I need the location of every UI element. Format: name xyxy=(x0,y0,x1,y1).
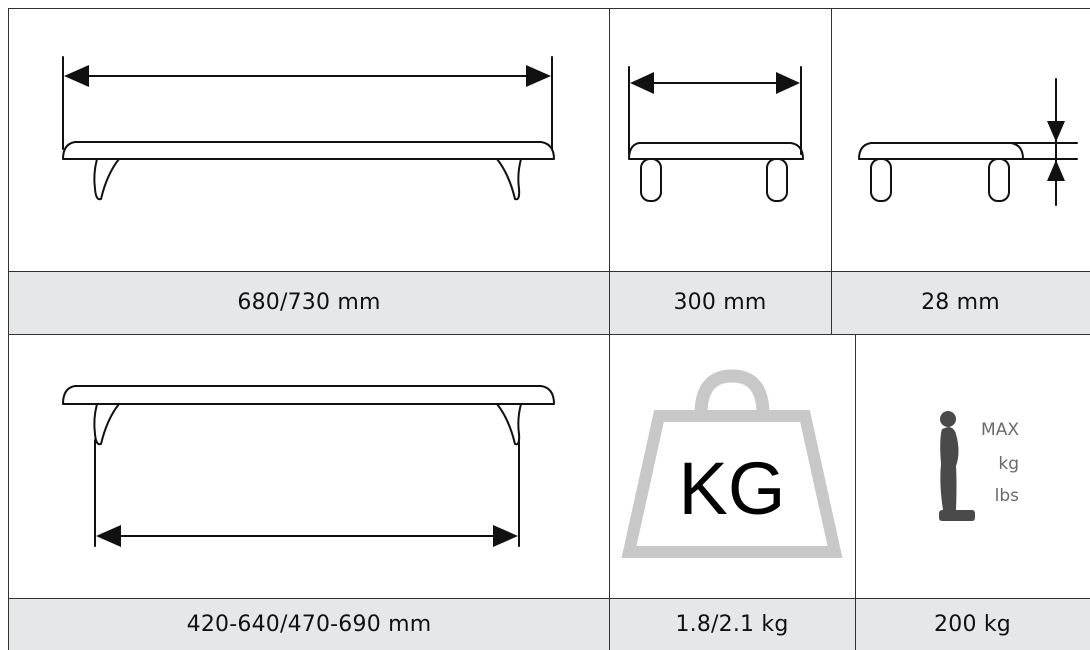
grid-line-col1 xyxy=(609,8,610,650)
bracket-left xyxy=(93,403,120,446)
width-label: 680/730 mm xyxy=(9,271,609,334)
leg-left xyxy=(640,158,662,202)
thickness-label: 28 mm xyxy=(831,271,1090,334)
max-load-icon-cell: MAX kg lbs xyxy=(855,334,1090,598)
arrow-right xyxy=(526,65,551,87)
leg-right xyxy=(766,158,788,202)
weight-body xyxy=(621,410,843,558)
weight-icon xyxy=(621,369,843,558)
bracket-left xyxy=(93,158,120,201)
shelf-board xyxy=(858,142,1024,160)
depth-diagram xyxy=(628,66,804,202)
weight-handle xyxy=(694,369,770,415)
max-label: MAX xyxy=(981,420,1019,440)
bracket-right xyxy=(496,403,522,446)
thickness-diagram xyxy=(858,78,1078,206)
arrow-down xyxy=(1047,121,1065,142)
scale-base xyxy=(939,510,975,521)
span-diagram xyxy=(62,385,555,547)
weight-label: 1.8/2.1 kg xyxy=(609,598,855,650)
width-diagram xyxy=(62,56,555,201)
leg-right xyxy=(988,158,1010,202)
shelf-board xyxy=(628,142,804,160)
max-load-label: 200 kg xyxy=(855,598,1090,650)
grid-line-top xyxy=(9,8,1090,9)
kg-unit-label: kg xyxy=(998,454,1019,474)
grid-line-row1-mid xyxy=(9,271,1090,272)
arrow-left xyxy=(96,525,121,547)
arrow-up xyxy=(1047,160,1065,181)
arrow-left xyxy=(64,65,89,87)
leg-left xyxy=(870,158,892,202)
shelf-board xyxy=(62,385,555,405)
weight-icon-cell: KG xyxy=(609,334,855,598)
width-diagram-cell xyxy=(9,9,609,271)
weight-icon-text: KG xyxy=(678,447,786,530)
arrow-right xyxy=(776,72,800,94)
lbs-unit-label: lbs xyxy=(994,486,1019,506)
arrow-left xyxy=(630,72,654,94)
grid-line-row-divider xyxy=(9,334,1090,335)
person-silhouette-icon xyxy=(939,411,975,521)
depth-label: 300 mm xyxy=(609,271,831,334)
grid-line-row2-mid xyxy=(9,598,1090,599)
grid-line-col2-row1 xyxy=(831,8,832,334)
span-diagram-cell xyxy=(9,334,609,598)
grid-line-left xyxy=(8,8,9,650)
span-label: 420-640/470-690 mm xyxy=(9,598,609,650)
shelf-board xyxy=(62,141,555,160)
grid-line-col2-row2 xyxy=(855,334,856,650)
thickness-diagram-cell xyxy=(831,9,1090,271)
bracket-right xyxy=(496,158,522,201)
arrow-right xyxy=(493,525,518,547)
depth-diagram-cell xyxy=(609,9,831,271)
